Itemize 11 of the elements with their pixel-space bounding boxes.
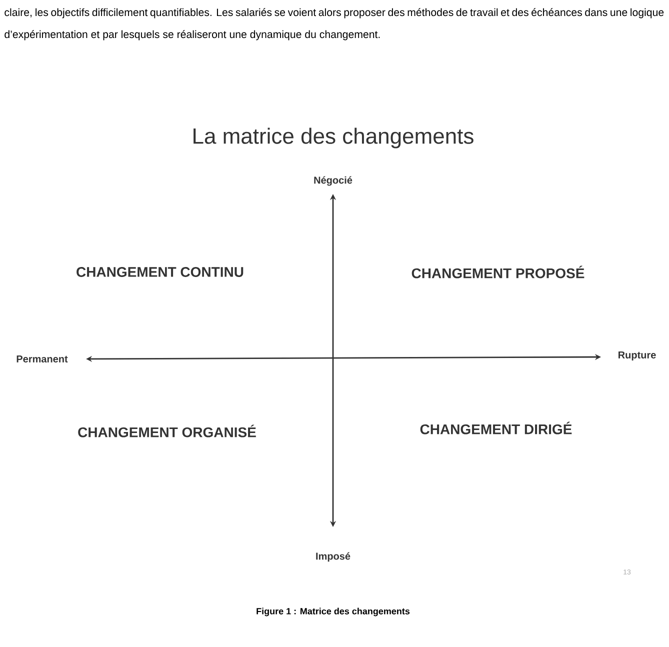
- quadrant-label: CHANGEMENT CONTINU: [76, 267, 244, 277]
- quadrant-label: CHANGEMENT DIRIGÉ: [420, 422, 572, 434]
- axis-label: Permanent: [16, 356, 68, 362]
- caption: Figure 1 : Matrice des changements: [256, 608, 410, 616]
- paragraph: claire, les objectifs difficilement quantifiables. Les salariés se voient alors proposer des méthodes de travail et des échéances dans une logique d’expérimentation et par lesquels se réaliseront une dynamique du changement.: [4, 8, 664, 40]
- axis-label: Négocié: [314, 176, 352, 186]
- axis-label: Imposé: [316, 552, 350, 562]
- title: La matrice des changements: [194, 128, 474, 148]
- quadrant-label: CHANGEMENT PROPOSÉ: [412, 266, 584, 278]
- quadrant-label: CHANGEMENT ORGANISÉ: [78, 424, 256, 438]
- axis-label: Rupture: [618, 352, 656, 360]
